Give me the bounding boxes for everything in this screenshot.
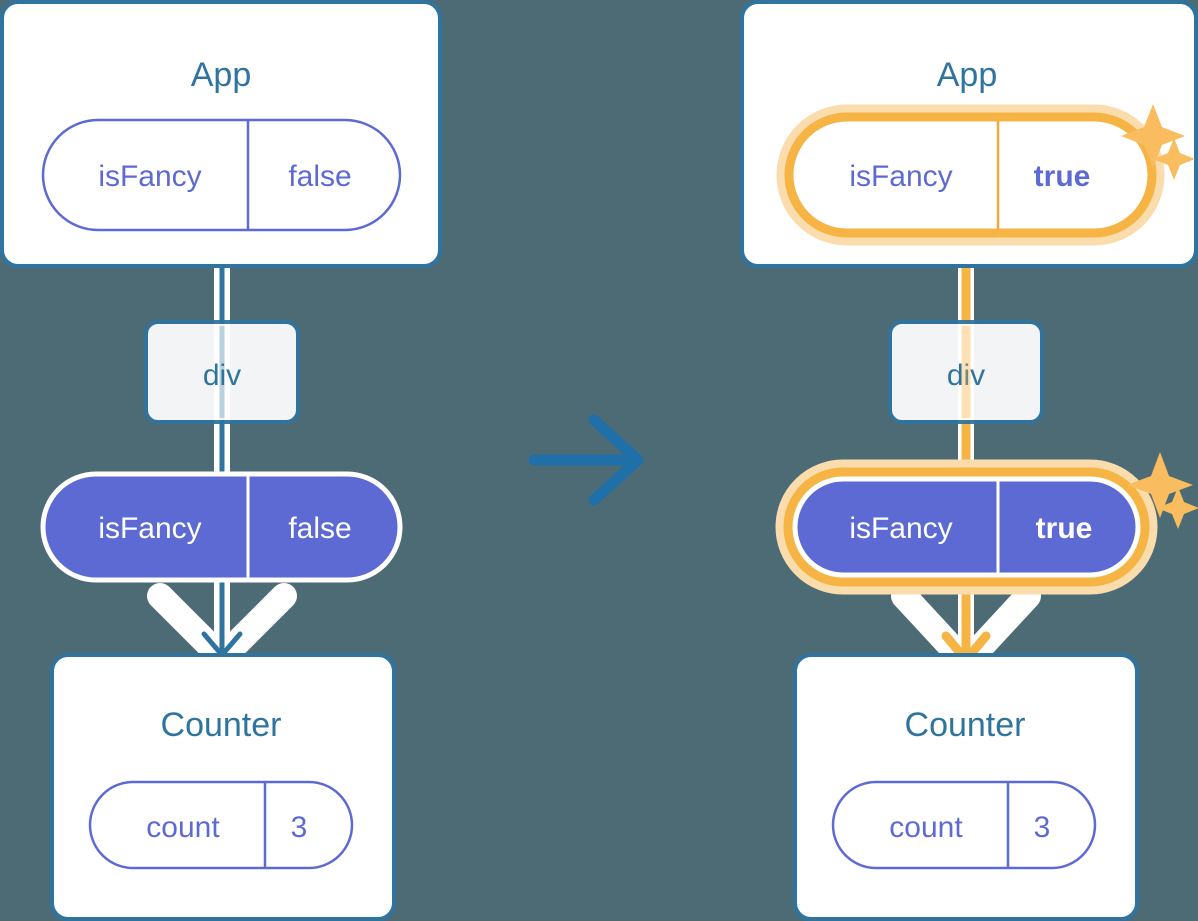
before-app-state-pill[interactable]: isFancy false xyxy=(41,118,402,232)
after-app-card-title: App xyxy=(937,56,998,94)
before-prop-pill[interactable]: isFancy false xyxy=(40,471,403,583)
before-counter-state-pill[interactable]: count 3 xyxy=(88,780,354,870)
before-prop-pill-key: isFancy xyxy=(98,512,201,545)
after-app-state-value: true xyxy=(1034,160,1091,193)
after-counter-state-pill[interactable]: count 3 xyxy=(831,780,1097,870)
after-counter-state-key: count xyxy=(889,811,963,844)
after-app-state-pill[interactable]: isFancy true xyxy=(776,104,1165,246)
after-prop-pill-value: true xyxy=(1036,512,1093,545)
before-app-card[interactable]: App isFancy false xyxy=(0,0,442,268)
sparkle-small-prop xyxy=(1157,487,1198,529)
before-div-box[interactable]: div xyxy=(144,320,300,424)
after-counter-card[interactable]: Counter count 3 xyxy=(793,653,1139,921)
sparkle-large-prop xyxy=(1127,452,1193,518)
before-app-state-value: false xyxy=(288,160,351,193)
after-prop-pill-glow xyxy=(775,459,1158,595)
after-counter-state-pill-shape xyxy=(831,780,1097,870)
transition-arrow-icon xyxy=(528,414,644,506)
after-app-state-pill-ring xyxy=(784,112,1157,238)
after-div-box[interactable]: div xyxy=(888,320,1044,424)
before-counter-state-pill-shape xyxy=(88,780,354,870)
before-counter-state-key: count xyxy=(146,811,220,844)
after-counter-card-title: Counter xyxy=(905,706,1026,744)
before-app-state-pill-shape xyxy=(41,118,402,232)
panel-after: App isFancy true xyxy=(740,0,1198,921)
sparkle-large-app xyxy=(1121,104,1185,168)
after-prop-pill[interactable]: isFancy true xyxy=(775,459,1158,595)
sparkle-small-app xyxy=(1153,138,1195,180)
after-app-state-key: isFancy xyxy=(849,160,952,193)
after-prop-pill-shape xyxy=(794,478,1139,576)
before-prop-pill-shape xyxy=(40,471,403,583)
before-div-box-bg xyxy=(144,320,300,424)
before-app-state-key: isFancy xyxy=(98,160,201,193)
before-div-box-label: div xyxy=(203,359,241,392)
after-div-box-bg xyxy=(888,320,1044,424)
after-counter-state-value: 3 xyxy=(1034,811,1051,844)
arrow-right-icon xyxy=(528,414,644,506)
before-app-card-title: App xyxy=(191,56,252,94)
after-app-card[interactable]: App isFancy true xyxy=(740,0,1198,268)
panel-before: App isFancy false div isFancy false xyxy=(0,0,442,921)
before-counter-card-title: Counter xyxy=(161,706,282,744)
before-counter-state-value: 3 xyxy=(291,811,308,844)
before-prop-pill-value: false xyxy=(288,512,351,545)
after-div-box-label: div xyxy=(947,359,985,392)
before-counter-card[interactable]: Counter count 3 xyxy=(50,653,396,921)
after-prop-pill-key: isFancy xyxy=(849,512,952,545)
